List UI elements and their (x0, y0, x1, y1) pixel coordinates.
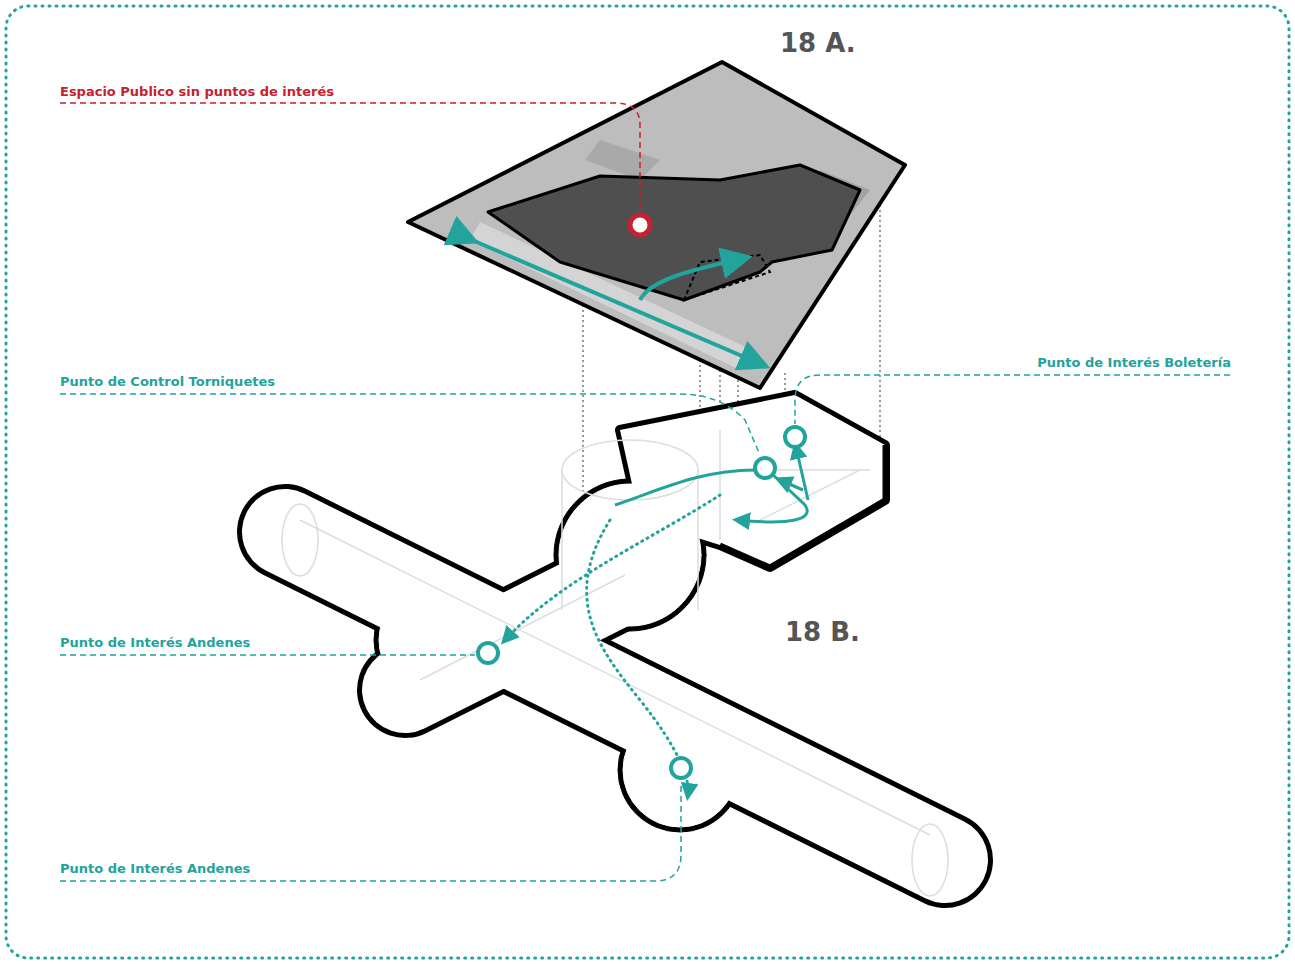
callout-label: Punto de Interés Andenes (58, 861, 252, 877)
callout-label: Punto de Control Torniquetes (58, 374, 277, 390)
station-outline (282, 395, 948, 896)
callout-label: Punto de Interés Boletería (1035, 355, 1233, 371)
part-label: 18 B. (783, 617, 862, 648)
flow-arrows (505, 447, 808, 795)
callout-label: Punto de Interés Andenes (58, 635, 252, 651)
callout-label: Espacio Publico sin puntos de interés (58, 84, 336, 100)
part-label: 18 A. (778, 28, 858, 59)
leader-lines (60, 375, 1230, 881)
leader-line (60, 103, 640, 213)
aerial-map (408, 62, 905, 388)
frame (6, 6, 1289, 958)
interest-points (478, 427, 805, 778)
